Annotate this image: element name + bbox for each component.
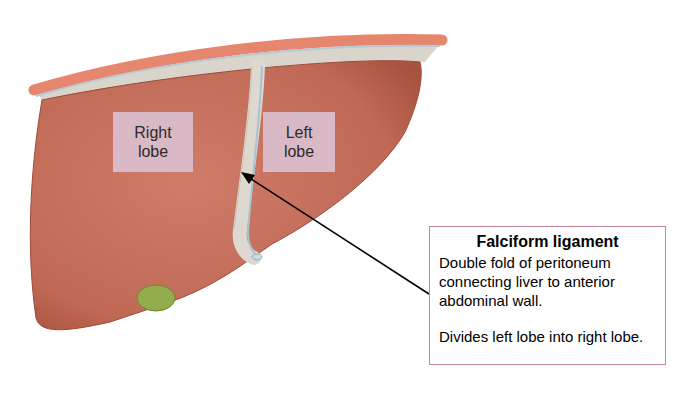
lobe-label-box: Right lobe (113, 112, 193, 172)
ligament-edge (234, 66, 252, 230)
lobe-label: Left lobe (271, 123, 327, 161)
leader-line (248, 177, 429, 294)
callout-heading: Falciform ligament (439, 233, 656, 251)
gallbladder (137, 285, 175, 311)
arrowhead (241, 172, 255, 184)
lobe-label: Right lobe (121, 123, 185, 161)
round-ligament-end (252, 254, 262, 260)
callout-text: Divides left lobe into right lobe. (439, 327, 656, 346)
liver (30, 61, 421, 330)
lobe-label-box: Left lobe (263, 112, 335, 172)
callout-text: Double fold of peritoneum connecting liv… (439, 253, 656, 310)
callout-box: Falciform ligamentDouble fold of periton… (429, 226, 666, 365)
